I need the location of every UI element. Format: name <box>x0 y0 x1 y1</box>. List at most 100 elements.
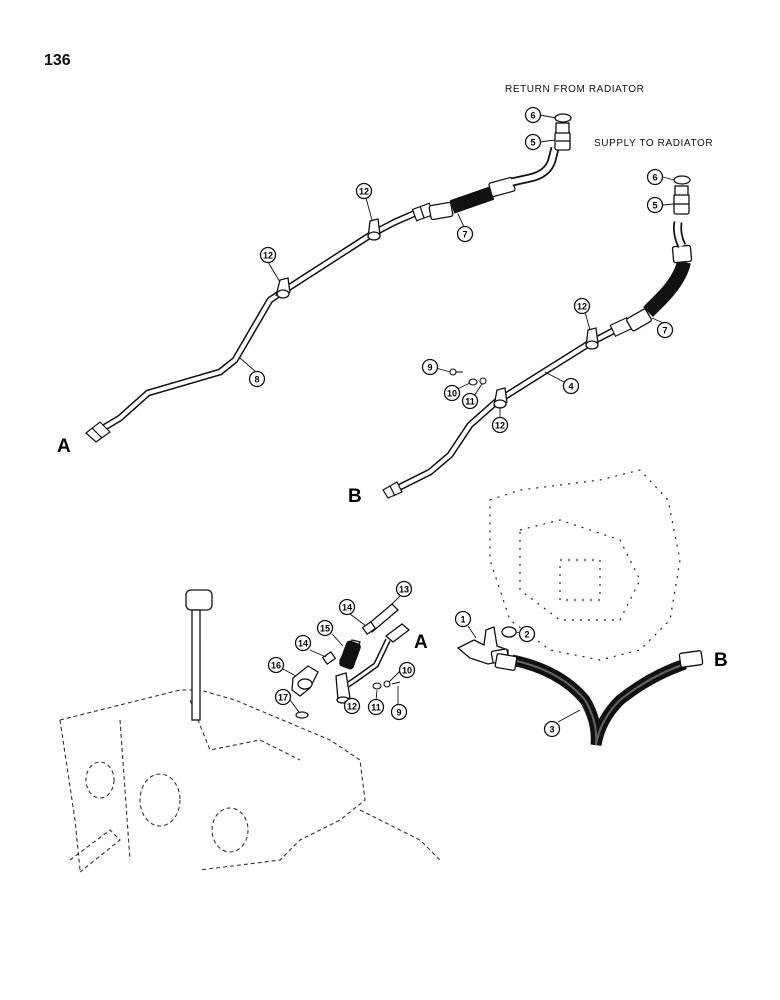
callout-12: 12 <box>491 416 509 434</box>
callout-circle <box>274 688 292 706</box>
callout-7: 7 <box>456 225 474 243</box>
end-label-b-lower: B <box>714 650 728 671</box>
callout-4: 4 <box>562 377 580 395</box>
tube-fitting-15 <box>339 639 361 670</box>
callout-12: 12 <box>343 697 361 715</box>
bolt-9-upper <box>449 368 463 376</box>
callout-number: 1 <box>460 615 465 625</box>
callout-circle <box>518 625 536 643</box>
callout-circle <box>573 297 591 315</box>
callout-number: 15 <box>320 624 330 634</box>
callout-10: 10 <box>443 384 461 402</box>
callout-number: 5 <box>652 201 657 211</box>
return-tube-8 <box>96 208 422 434</box>
callout-5: 5 <box>646 196 664 214</box>
callout-11: 11 <box>367 698 385 716</box>
supply-tube-4 <box>394 326 619 492</box>
callout-circle <box>454 610 472 628</box>
callout-circle <box>524 133 542 151</box>
callout-16: 16 <box>267 656 285 674</box>
page-number: 136 <box>44 52 71 69</box>
callout-12: 12 <box>573 297 591 315</box>
callout-number: 17 <box>278 693 288 703</box>
callout-13: 13 <box>395 580 413 598</box>
callout-circle <box>294 634 312 652</box>
callout-circle <box>355 182 373 200</box>
elbow-fitting-16 <box>291 665 319 697</box>
o-ring-6-lower <box>673 175 691 185</box>
leader-lines <box>239 114 675 723</box>
callout-circle <box>524 106 542 124</box>
callout-circle <box>267 656 285 674</box>
callout-number: 13 <box>399 585 409 595</box>
callout-number: 12 <box>495 421 505 431</box>
callout-circle <box>656 321 674 339</box>
engine-block-outline <box>59 640 441 873</box>
callout-number: 16 <box>271 661 281 671</box>
callout-number: 9 <box>396 708 401 718</box>
callout-17: 17 <box>274 688 292 706</box>
callout-circle <box>390 703 408 721</box>
clamp-12-lower-b <box>585 327 599 350</box>
callout-number: 12 <box>263 251 273 261</box>
callout-circle <box>646 196 664 214</box>
callout-number: 3 <box>549 725 554 735</box>
callout-12: 12 <box>259 246 277 264</box>
callout-number: 14 <box>298 639 308 649</box>
hose-3 <box>494 650 704 747</box>
callout-circle <box>646 168 664 186</box>
callout-6: 6 <box>646 168 664 186</box>
callout-circle <box>456 225 474 243</box>
fitting-end-a-upper <box>85 421 111 443</box>
fitting-5-upper <box>554 122 571 151</box>
callout-number: 2 <box>524 630 529 640</box>
callout-circle <box>461 392 479 410</box>
callout-14: 14 <box>294 634 312 652</box>
washer-nut-10-11-upper <box>468 377 487 386</box>
callout-12: 12 <box>355 182 373 200</box>
callout-7: 7 <box>656 321 674 339</box>
callout-number: 6 <box>652 173 657 183</box>
callout-number: 12 <box>347 702 357 712</box>
end-label-b-upper: B <box>348 486 362 507</box>
end-label-a-lower: A <box>414 632 428 653</box>
callout-8: 8 <box>248 370 266 388</box>
callout-11: 11 <box>461 392 479 410</box>
callout-circle <box>343 697 361 715</box>
o-ring-17 <box>295 711 309 719</box>
clamp-12-upper-b <box>367 218 381 241</box>
callout-5: 5 <box>524 133 542 151</box>
callout-number: 11 <box>371 703 381 713</box>
callout-circle <box>248 370 266 388</box>
fitting-14 <box>321 621 377 665</box>
callout-9: 9 <box>390 703 408 721</box>
callout-number: 9 <box>427 363 432 373</box>
callout-number: 7 <box>662 326 667 336</box>
callout-number: 11 <box>465 397 475 407</box>
callout-number: 10 <box>402 666 412 676</box>
callout-circle <box>259 246 277 264</box>
callout-number: 6 <box>530 111 535 121</box>
o-ring-2 <box>501 626 517 638</box>
callout-number: 5 <box>530 138 535 148</box>
clamp-12-upper-a <box>275 277 291 299</box>
supply-hose-7 <box>626 221 693 332</box>
callout-number: 14 <box>342 603 352 613</box>
callout-circle <box>562 377 580 395</box>
callout-circle <box>443 384 461 402</box>
callout-number: 10 <box>447 389 457 399</box>
callout-number: 12 <box>359 187 369 197</box>
callout-number: 7 <box>462 230 467 240</box>
callout-14: 14 <box>338 598 356 616</box>
callout-2: 2 <box>518 625 536 643</box>
fitting-end-b-upper <box>382 481 403 499</box>
fitting-5-lower <box>673 185 690 215</box>
callout-number: 12 <box>577 302 587 312</box>
callout-number: 4 <box>568 382 573 392</box>
hardware-9-10-11-lower <box>372 680 401 690</box>
callout-10: 10 <box>398 661 416 679</box>
callout-circle <box>543 720 561 738</box>
callout-circle <box>491 416 509 434</box>
